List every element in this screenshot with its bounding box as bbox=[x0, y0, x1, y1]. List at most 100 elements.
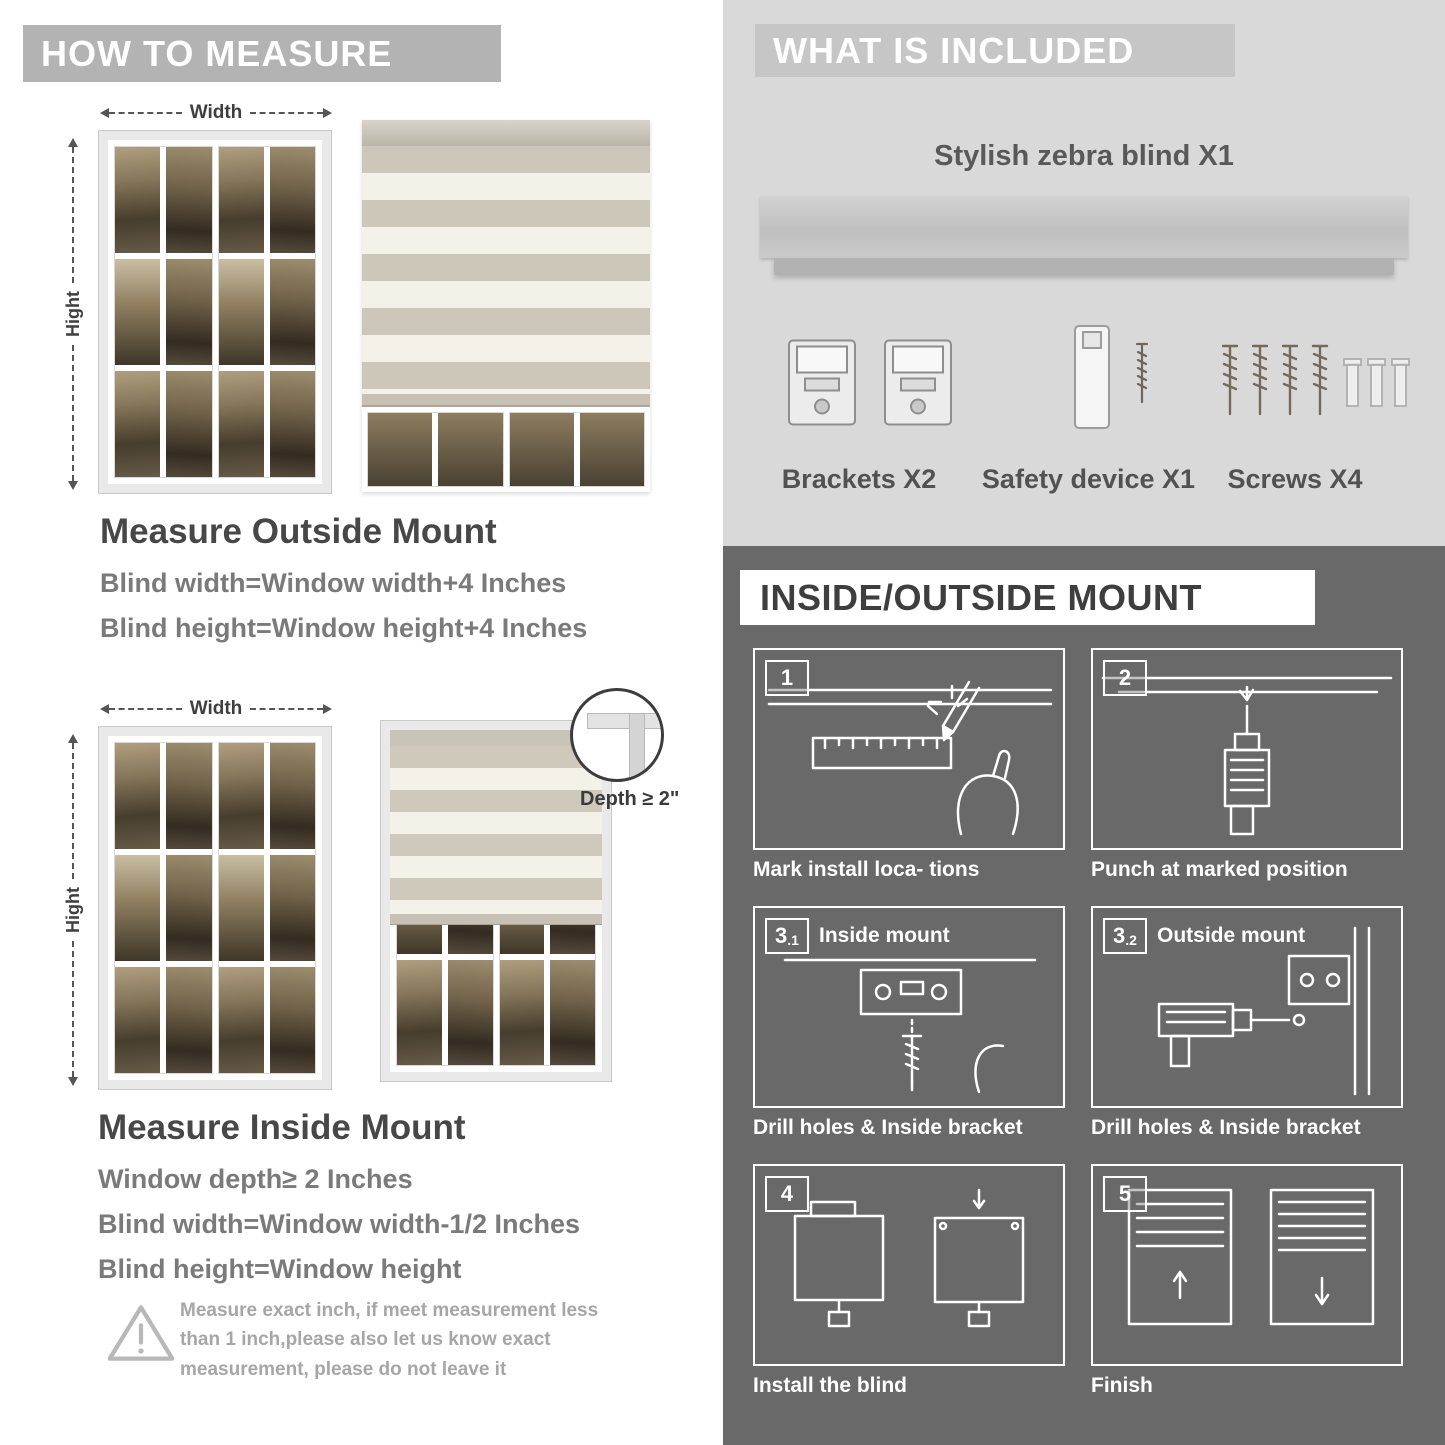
step-caption: Finish bbox=[1091, 1374, 1153, 1397]
window-pane bbox=[166, 743, 212, 849]
step-caption: Punch at marked position bbox=[1091, 858, 1348, 881]
window-pane bbox=[166, 147, 212, 253]
window-pane bbox=[579, 413, 644, 486]
outside-mount-title: Measure Outside Mount bbox=[100, 512, 497, 551]
outside-bracket-illustration bbox=[1157, 926, 1371, 1096]
window-pane bbox=[115, 967, 161, 1073]
headrail-lip bbox=[774, 258, 1394, 275]
what-is-included-section: WHAT IS INCLUDED Stylish zebra blind X1 bbox=[723, 0, 1445, 546]
window-frame bbox=[108, 736, 322, 1080]
window-pane bbox=[115, 371, 161, 477]
dashed-line bbox=[109, 708, 182, 710]
window-pane bbox=[166, 967, 212, 1073]
arrow-up-icon bbox=[68, 138, 78, 147]
window-pane bbox=[115, 855, 161, 961]
blind-bottomrail bbox=[390, 913, 602, 925]
arrow-right-icon bbox=[323, 704, 332, 714]
window-illustration-inside bbox=[98, 726, 332, 1090]
step-caption: Install the blind bbox=[753, 1374, 908, 1397]
outside-height-formula: Blind height=Window height+4 Inches bbox=[100, 613, 588, 643]
window-pane bbox=[115, 147, 161, 253]
step-inner-label: Outside mount bbox=[1157, 924, 1306, 947]
arrow-up-icon bbox=[68, 734, 78, 743]
window-pane bbox=[166, 855, 212, 961]
depth-requirement-label: Depth ≥ 2" bbox=[580, 788, 680, 810]
height-label: Hight bbox=[62, 887, 83, 933]
outside-width-formula: Blind width=Window width+4 Inches bbox=[100, 568, 567, 598]
inside-bracket-illustration bbox=[783, 958, 1037, 1094]
dashed-line bbox=[72, 147, 74, 284]
window-pane bbox=[115, 259, 161, 365]
outside-mount-text: Measure Outside Mount Blind width=Window… bbox=[100, 512, 587, 658]
step-number: 1 bbox=[765, 660, 809, 696]
measurement-warning-text: Measure exact inch, if meet measurement … bbox=[180, 1300, 599, 1380]
warning-icon bbox=[107, 1305, 175, 1361]
window-pane bbox=[550, 959, 595, 1065]
window-pane bbox=[269, 147, 315, 253]
dashed-line bbox=[109, 112, 182, 114]
width-label: Width bbox=[189, 102, 243, 123]
window-below-blind bbox=[362, 407, 650, 492]
window-pane bbox=[509, 413, 574, 486]
brackets-icon bbox=[788, 339, 952, 426]
window-pane bbox=[166, 259, 212, 365]
mount-steps-grid: 1 Mark install bbox=[753, 648, 1403, 1398]
dashed-line bbox=[250, 112, 323, 114]
window-sash bbox=[114, 742, 213, 1074]
height-label: Hight bbox=[62, 291, 83, 337]
window-pane bbox=[438, 413, 503, 486]
window-pane bbox=[218, 855, 264, 961]
zebra-blind-outside-illustration bbox=[362, 120, 650, 492]
dashed-line bbox=[72, 743, 74, 880]
arrow-left-icon bbox=[100, 704, 109, 714]
step-caption: Mark install loca- tions bbox=[753, 858, 980, 881]
frame-corner-vertical bbox=[629, 713, 645, 779]
window-sash bbox=[217, 146, 316, 478]
width-label: Width bbox=[189, 698, 243, 719]
frame-corner-horizontal bbox=[587, 713, 661, 729]
safety-device-label: Safety device X1 bbox=[981, 464, 1196, 494]
blind-stripes bbox=[362, 146, 650, 394]
window-pane bbox=[115, 743, 161, 849]
step-cell-3-1: 3.1 Inside mount bbox=[753, 906, 1065, 1140]
window-pane bbox=[218, 743, 264, 849]
arrow-right-icon bbox=[323, 108, 332, 118]
step-inner-label: Inside mount bbox=[819, 924, 950, 947]
inside-height-formula: Blind height=Window height bbox=[98, 1254, 462, 1284]
blind-headrail bbox=[362, 120, 650, 146]
dashed-line bbox=[250, 708, 323, 710]
dashed-line bbox=[72, 941, 74, 1078]
inside-width-formula: Blind width=Window width-1/2 Inches bbox=[98, 1209, 581, 1239]
inside-depth-requirement: Window depth≥ 2 Inches bbox=[98, 1164, 413, 1194]
inside-mount-window-illustration bbox=[380, 720, 612, 1082]
blind-bottomrail bbox=[362, 394, 650, 407]
how-to-measure-section: HOW TO MEASURE Width Hight bbox=[0, 0, 712, 1445]
finish-illustration bbox=[1127, 1188, 1375, 1326]
window-pane bbox=[368, 413, 433, 486]
safety-device-icon bbox=[1074, 325, 1149, 429]
window-pane bbox=[218, 259, 264, 365]
step-number: 5 bbox=[1103, 1176, 1147, 1212]
how-to-measure-header: HOW TO MEASURE bbox=[23, 25, 501, 82]
step-panel-finish: 5 bbox=[1091, 1164, 1403, 1366]
step-number: 3.1 bbox=[765, 918, 809, 954]
screws-icon bbox=[1221, 344, 1410, 416]
window-pane bbox=[269, 855, 315, 961]
step-panel-install: 4 bbox=[753, 1164, 1065, 1366]
zebra-blind-headrail-illustration bbox=[760, 196, 1408, 258]
product-name: Stylish zebra blind X1 bbox=[934, 140, 1234, 172]
blind-headrail bbox=[390, 730, 602, 746]
window-frame bbox=[108, 140, 322, 484]
width-measure-arrow: Width bbox=[100, 102, 332, 123]
step-cell-4: 4 Install the blind bbox=[753, 1164, 1065, 1398]
step-panel-outside-bracket: 3.2 Outside mount bbox=[1091, 906, 1403, 1108]
window-pane bbox=[166, 371, 212, 477]
brackets-label: Brackets X2 bbox=[781, 464, 937, 494]
window-pane bbox=[269, 967, 315, 1073]
arrow-left-icon bbox=[100, 108, 109, 118]
zebra-blind-inside-illustration bbox=[390, 730, 602, 925]
window-pane bbox=[269, 371, 315, 477]
dashed-line bbox=[72, 345, 74, 482]
window-sash bbox=[508, 412, 645, 487]
step-number: 3.2 bbox=[1103, 918, 1147, 954]
